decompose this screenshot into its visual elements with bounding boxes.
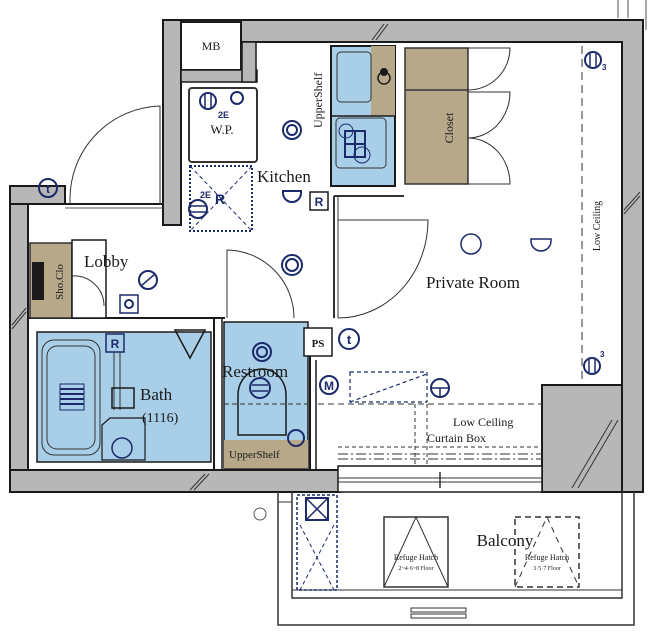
adjacent-unit-lines	[617, 0, 647, 30]
multimedia-outlet-icon: M	[319, 375, 339, 395]
svg-text:Refuge Hatch: Refuge Hatch	[525, 553, 569, 562]
upper-shelf-kitchen-label: UpperShelf	[311, 73, 325, 128]
ceiling-light-lobby	[138, 270, 158, 290]
meter-box: MB	[180, 21, 242, 71]
restroom-label: Restroom	[222, 362, 288, 381]
door-swing-private-room	[337, 219, 429, 319]
telephone-outlet-icon-2: t	[338, 328, 360, 350]
svg-text:t: t	[46, 182, 50, 196]
svg-text:2~4·6~8 Floor: 2~4·6~8 Floor	[399, 566, 434, 572]
upper-shelf-restroom-label: UpperShelf	[229, 449, 280, 461]
door-swing-restroom	[226, 249, 295, 319]
low-ceiling-side-label: Low Ceiling	[592, 201, 603, 251]
pipe-space: PS	[303, 327, 333, 357]
outlet-icon-mid-right: 3	[583, 350, 605, 375]
lobby: Sho.Clo Lobby t	[29, 105, 161, 319]
private-room-label: Private Room	[426, 273, 520, 292]
mb-label: MB	[202, 39, 221, 53]
low-ceiling-bottom-label: Low Ceiling	[453, 415, 513, 429]
restroom: Restroom UpperShelf	[222, 321, 309, 469]
balcony-label: Balcony	[477, 531, 534, 550]
wp-label: W.P.	[210, 122, 233, 137]
fridge-tag: 2E	[200, 190, 211, 200]
refuge-hatch-1[interactable]: Refuge Hatch 2~4·6~8 Floor	[383, 515, 449, 588]
exterior-walls	[9, 19, 644, 493]
bath-label: Bath	[140, 385, 173, 404]
fridge-label: R	[215, 191, 225, 207]
drain-icon	[59, 383, 85, 411]
svg-text:Refuge Hatch: Refuge Hatch	[394, 553, 438, 562]
bath: R Bath (1116)	[36, 329, 212, 463]
closet: Closet	[404, 47, 511, 185]
svg-text:t: t	[347, 332, 352, 347]
ceiling-light-room	[460, 233, 482, 255]
outlet-icon-top-right: 3	[584, 51, 607, 72]
ceiling-light-hall	[281, 254, 303, 276]
balcony-window[interactable]	[337, 465, 543, 493]
bath-r-icon: R	[111, 337, 120, 351]
svg-text:3: 3	[600, 350, 605, 359]
lobby-label: Lobby	[84, 252, 129, 271]
refrigerator-space: 2E R	[188, 165, 253, 232]
shoe-closet-label: Sho.Clo	[54, 264, 66, 300]
wp-tag: 2E	[218, 110, 229, 120]
svg-text:PS: PS	[312, 338, 325, 350]
svg-text:3: 3	[602, 63, 607, 72]
kitchen-r-icon: R	[309, 191, 329, 211]
svg-text:R: R	[315, 195, 324, 209]
bath-size-label: (1116)	[142, 411, 179, 426]
kitchen-label: Kitchen	[257, 167, 311, 186]
kitchen-counter: UpperShelf	[311, 45, 396, 187]
washing-machine-pan: 2E W.P.	[188, 87, 258, 163]
svg-text:M: M	[324, 379, 334, 393]
closet-label: Closet	[442, 112, 456, 143]
intercom-icon	[119, 294, 139, 314]
range-hood-outlet-icon	[282, 190, 302, 203]
ac-outlet-icon	[530, 238, 552, 252]
telephone-outlet-icon: t	[38, 178, 58, 198]
curtain-box-label: Curtain Box	[427, 431, 486, 445]
refuge-hatch-2[interactable]: Refuge Hatch 3·5·7 Floor	[514, 515, 580, 588]
balcony: Balcony Refuge Hatch 2~4·6~8 Floor Refug…	[253, 492, 635, 626]
svg-text:3·5·7 Floor: 3·5·7 Floor	[533, 566, 561, 572]
ceiling-light-kitchen	[282, 120, 302, 140]
